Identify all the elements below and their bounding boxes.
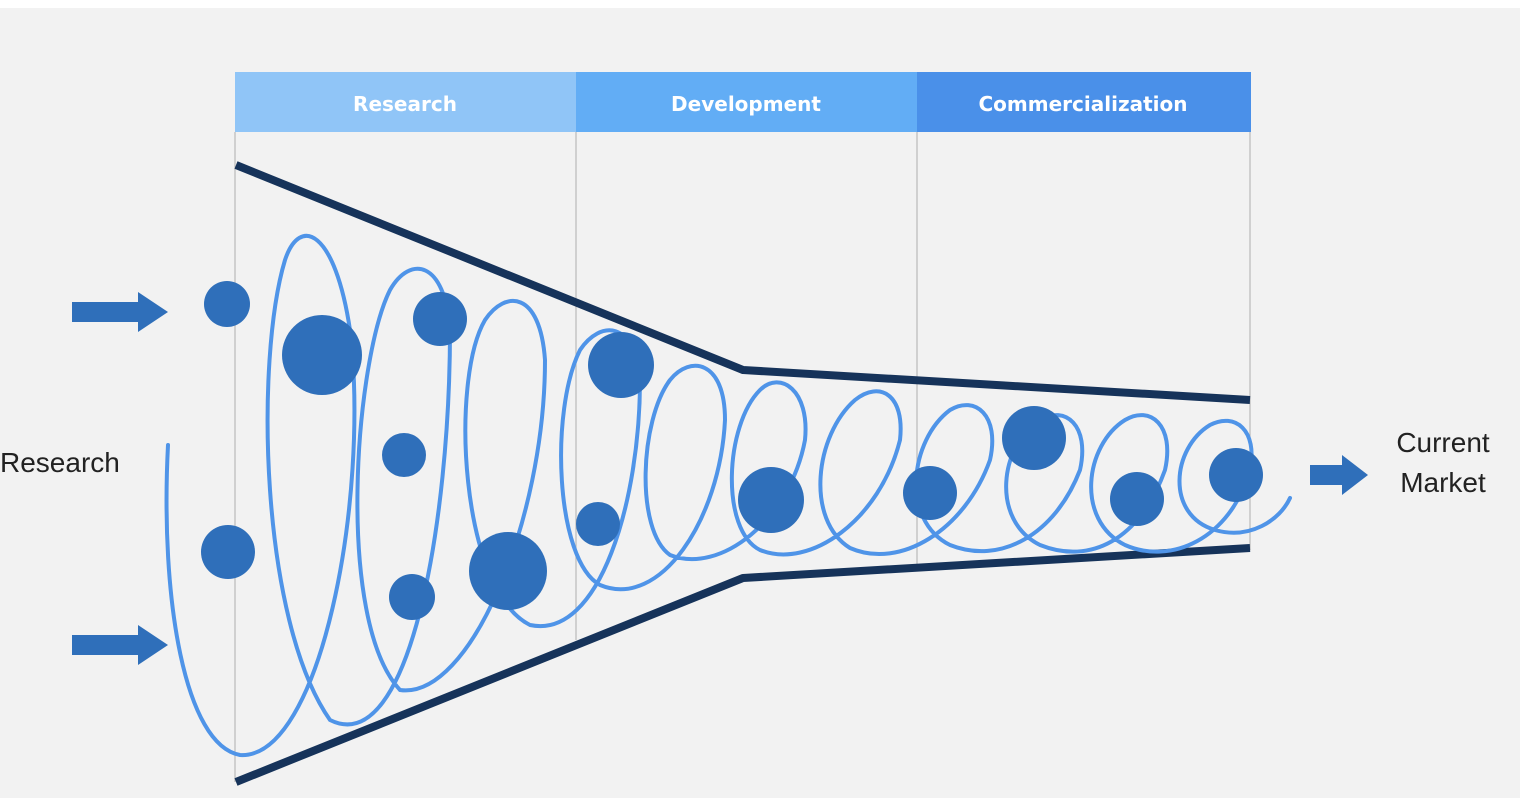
phase-label-research: Research: [353, 92, 457, 116]
phase-header-development: [576, 72, 917, 132]
idea-circle: [588, 332, 654, 398]
idea-circle: [204, 281, 250, 327]
idea-circle: [738, 467, 804, 533]
phase-header-research: [235, 72, 576, 132]
idea-circle: [201, 525, 255, 579]
right-label-market: Market: [1400, 467, 1486, 498]
idea-circle: [469, 532, 547, 610]
idea-circle: [282, 315, 362, 395]
phase-label-development: Development: [671, 92, 821, 116]
right-arrow-icon: [72, 625, 168, 665]
right-label-current: Current: [1396, 427, 1490, 458]
idea-circle: [1110, 472, 1164, 526]
idea-circle: [903, 466, 957, 520]
left-label-research: Research: [0, 447, 120, 478]
right-arrow-icon: [72, 292, 168, 332]
phase-label-commercialization: Commercialization: [979, 92, 1188, 116]
funnel-top-outline: [234, 161, 1251, 404]
idea-circle: [1209, 448, 1263, 502]
diagram-background: [0, 8, 1520, 798]
funnel-bottom-outline: [234, 544, 1251, 786]
idea-circle: [1002, 406, 1066, 470]
idea-circle: [576, 502, 620, 546]
idea-circle: [389, 574, 435, 620]
idea-circle: [382, 433, 426, 477]
right-arrow-icon: [1310, 455, 1368, 495]
idea-circle: [413, 292, 467, 346]
phase-header-commercialization: [917, 72, 1251, 132]
